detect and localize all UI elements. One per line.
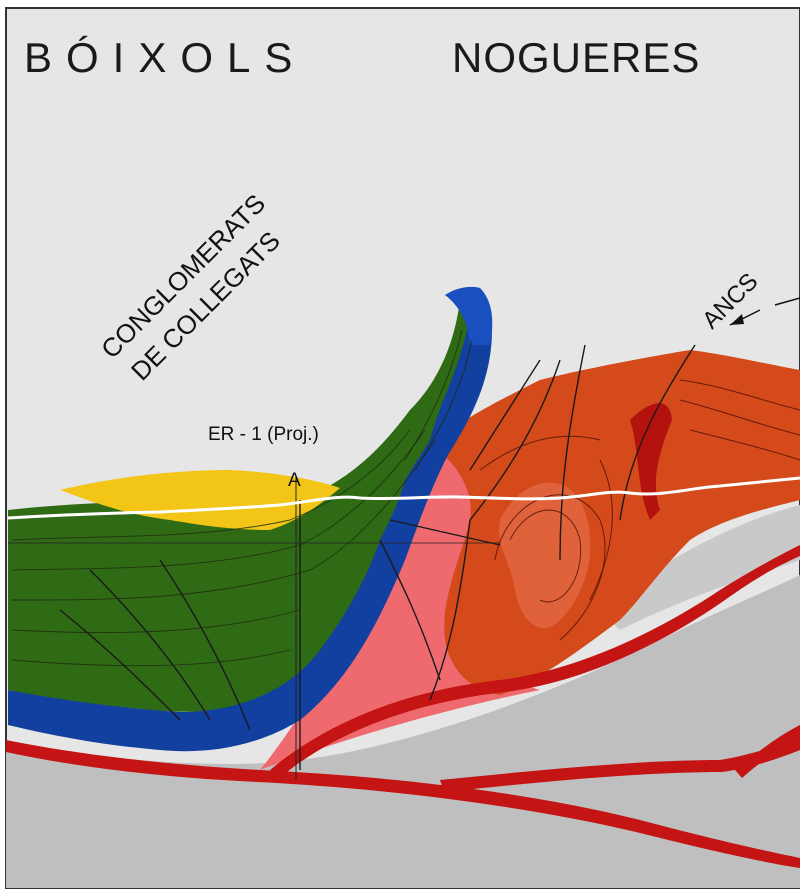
title-nogueres: NOGUERES bbox=[452, 34, 700, 81]
well-marker: A bbox=[288, 470, 301, 491]
label-well: ER - 1 (Proj.) bbox=[208, 424, 319, 445]
title-boixols: BÓIXOLS bbox=[24, 34, 306, 81]
